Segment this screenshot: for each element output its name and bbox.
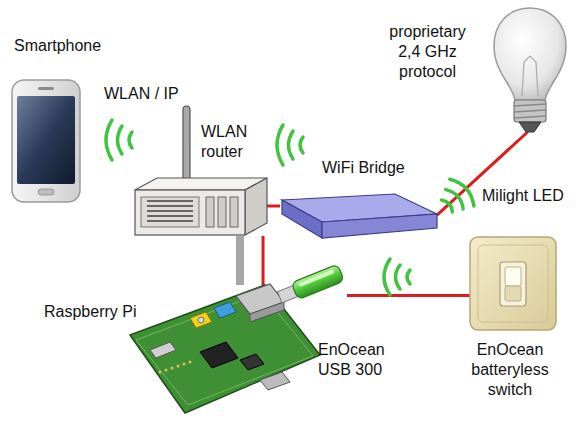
device-label: EnOcean USB 300 [318, 340, 390, 380]
wifi-bridge-illustration [282, 194, 437, 238]
bridge-node: WiFi Bridge [280, 192, 437, 240]
smartphone-node: Smartphone [10, 80, 82, 202]
connection-stroke [262, 236, 265, 285]
lamp-node: Milight LED [488, 2, 576, 132]
smartphone-illustration [12, 80, 80, 202]
usb-stick-node: EnOcean USB 300 [283, 262, 347, 304]
device-label: Milight LED [482, 186, 564, 206]
light-bulb-illustration [494, 8, 566, 132]
connection-stroke [236, 236, 244, 285]
device-label: EnOcean batteryless switch [458, 340, 562, 400]
usb-stick-illustration [276, 264, 344, 305]
connection-line [267, 206, 280, 207]
raspberry-pi-illustration [130, 284, 320, 413]
connection-stroke [347, 294, 470, 297]
connection-stroke [267, 205, 280, 208]
connection-line [347, 295, 470, 296]
protocol-label: proprietary 2,4 GHz protocol [380, 22, 475, 82]
radio-waves [106, 120, 478, 295]
router-node: WLAN router [135, 176, 267, 236]
device-label: WLAN router [201, 122, 261, 162]
connection-line [239, 236, 240, 285]
device-label: Smartphone [14, 36, 101, 56]
device-label: WiFi Bridge [322, 158, 405, 178]
device-label: Raspberry Pi [44, 302, 136, 322]
switch-node: EnOcean batteryless switch [470, 237, 556, 330]
router-illustration [135, 106, 267, 235]
computer-node: Raspberry Pi [130, 285, 320, 415]
connection-line [263, 236, 264, 285]
switch-illustration [470, 237, 556, 330]
protocol-label: WLAN / IP [104, 84, 179, 104]
